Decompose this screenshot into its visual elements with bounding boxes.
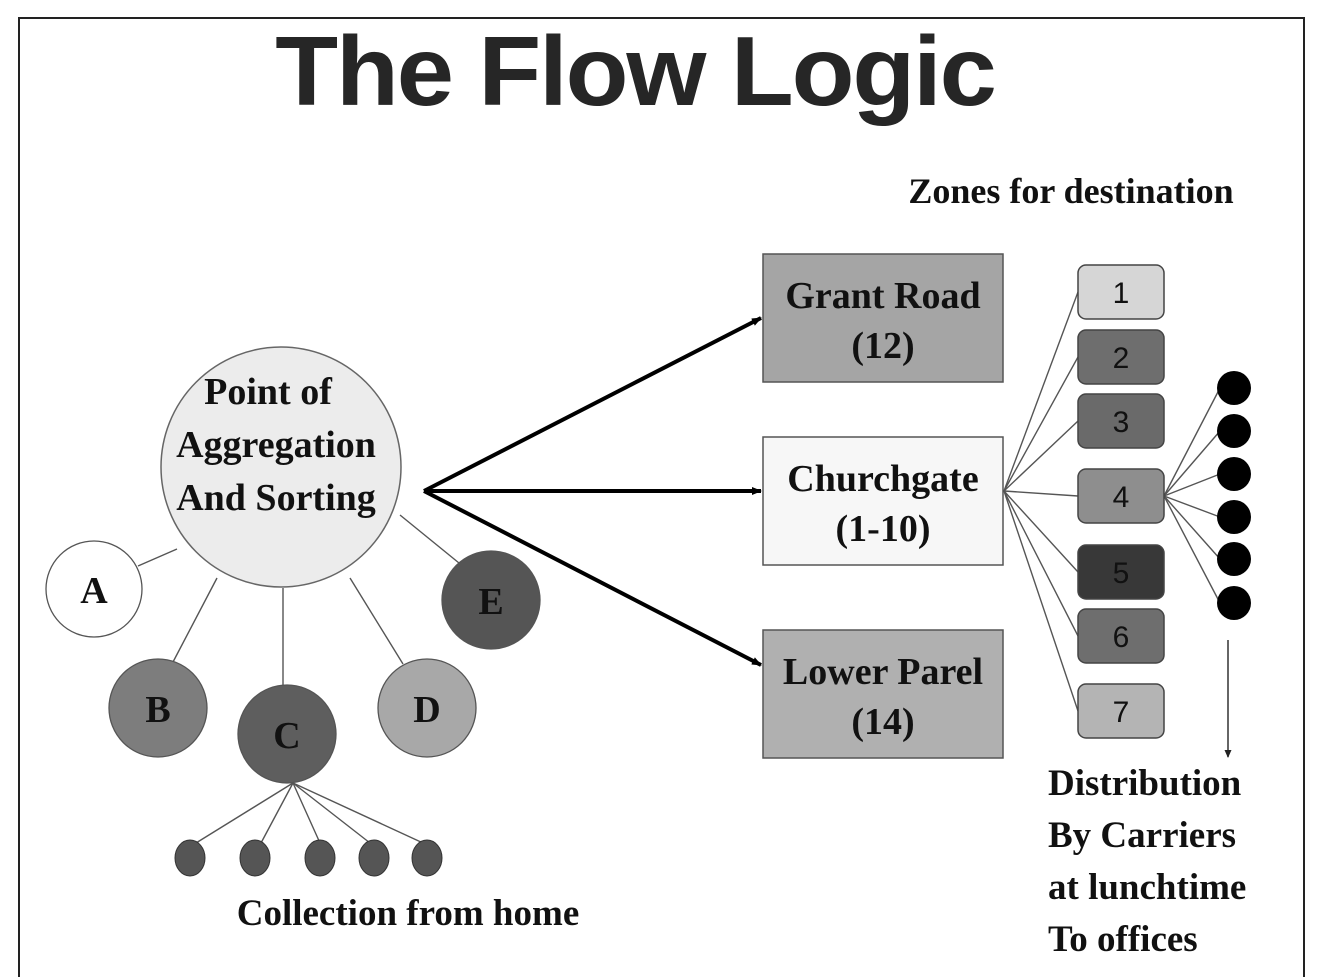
zone-connector-line	[1003, 490, 1079, 573]
collector-label: B	[145, 689, 170, 731]
zone-label: 6	[1113, 621, 1130, 654]
hub-label-line: Aggregation	[176, 424, 376, 466]
zone-label: 7	[1113, 696, 1130, 729]
connector-line	[399, 514, 460, 564]
collector-node-b	[108, 658, 208, 758]
hub-node	[160, 346, 402, 588]
flow-arrow	[423, 489, 762, 667]
carrier-connector-line	[1163, 495, 1221, 604]
zone-label: 4	[1113, 481, 1130, 514]
collector-label: D	[413, 689, 440, 731]
zone-box-1	[1077, 264, 1165, 320]
zone-connector-line	[1003, 291, 1079, 492]
station-box	[762, 436, 1004, 566]
collector-node-d	[377, 658, 477, 758]
carrier-connector-line	[1163, 430, 1221, 497]
station-name: Lower Parel	[783, 651, 983, 693]
home-dot	[174, 839, 206, 877]
collector-label: E	[478, 581, 503, 623]
connector-line	[349, 577, 404, 665]
zone-connector-line	[1003, 490, 1079, 497]
carrier-dot	[1217, 542, 1251, 576]
zone-connector-line	[1003, 356, 1079, 492]
home-connector-line	[292, 782, 424, 844]
collector-node-a	[45, 540, 143, 638]
zone-label: 1	[1113, 277, 1130, 310]
hub-label-line: And Sorting	[176, 477, 376, 519]
carrier-dot	[1217, 500, 1251, 534]
hub-label-line: Point of	[204, 371, 333, 413]
distribution-caption-line: To offices	[1048, 919, 1198, 960]
flow-arrow	[423, 316, 762, 493]
carrier-dot	[1217, 414, 1251, 448]
carrier-connector-line	[1163, 473, 1221, 497]
station-name: Grant Road	[785, 275, 980, 317]
zone-box-7	[1077, 683, 1165, 739]
collector-node-e	[441, 550, 541, 650]
carrier-dot	[1217, 371, 1251, 405]
home-connector-line	[260, 782, 294, 844]
station-box	[762, 253, 1004, 383]
zone-box-2	[1077, 329, 1165, 385]
collector-node-c	[237, 684, 337, 784]
zone-box-4	[1077, 468, 1165, 524]
home-dot	[304, 839, 336, 877]
carrier-connector-line	[1163, 495, 1221, 518]
station-name: Churchgate	[787, 458, 978, 500]
carrier-dot	[1217, 457, 1251, 491]
connector-line	[137, 548, 178, 567]
station-code: (14)	[851, 701, 914, 743]
zone-box-6	[1077, 608, 1165, 664]
distribution-caption-line: at lunchtime	[1048, 867, 1246, 908]
collection-caption: Collection from home	[237, 893, 580, 934]
home-dot	[411, 839, 443, 877]
home-connector-line	[292, 782, 321, 844]
home-connector-line	[292, 782, 371, 844]
slide-title: The Flow Logic	[275, 16, 997, 126]
zone-label: 3	[1113, 406, 1130, 439]
station-box	[762, 629, 1004, 759]
home-connector-line	[195, 782, 294, 844]
home-dot	[239, 839, 271, 877]
zone-connector-line	[1003, 420, 1079, 492]
collector-label: C	[273, 715, 300, 757]
zones-heading: Zones for destination	[908, 171, 1233, 211]
collector-label: A	[80, 570, 108, 612]
carrier-connector-line	[1163, 495, 1221, 560]
connector-line	[172, 577, 218, 663]
station-code: (1-10)	[836, 508, 931, 550]
zone-connector-line	[1003, 490, 1079, 637]
distribution-caption-line: By Carriers	[1048, 815, 1236, 856]
zone-box-5	[1077, 544, 1165, 600]
carrier-connector-line	[1163, 387, 1221, 497]
station-code: (12)	[851, 325, 914, 367]
zone-label: 5	[1113, 557, 1130, 590]
distribution-caption-line: Distribution	[1048, 763, 1242, 804]
zone-connector-line	[1003, 490, 1079, 712]
zone-box-3	[1077, 393, 1165, 449]
home-dot	[358, 839, 390, 877]
carrier-dot	[1217, 586, 1251, 620]
zone-label: 2	[1113, 342, 1130, 375]
